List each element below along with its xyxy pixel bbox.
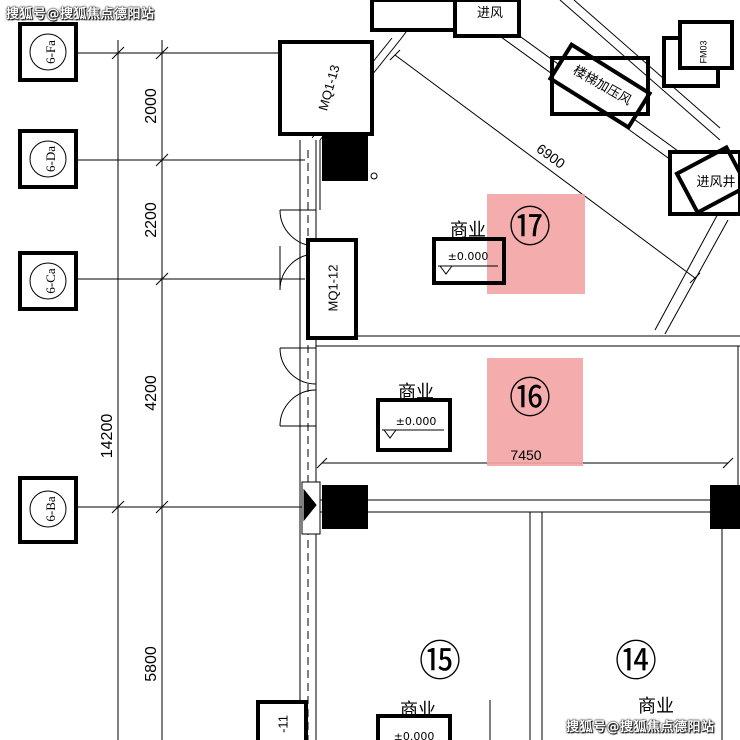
tag-small-box: FM03 (662, 20, 734, 88)
axis-label-6ca: 6-Ca (43, 268, 58, 294)
tag-fresh-air-label: 进风 (477, 6, 503, 21)
dim-2000: 2000 (143, 88, 160, 124)
grid-bubbles: 6-Fa 6-Da 6-Ca 6-Ba (18, 22, 78, 544)
axis-bubble-6fa: 6-Fa (18, 22, 78, 82)
dimension-texts: 2000 2200 4200 14200 5800 (99, 88, 160, 682)
unit-16-elev: ±0.000 (396, 415, 437, 428)
unit-15-elev-box (376, 714, 452, 740)
doors (279, 209, 321, 535)
dim-2200: 2200 (143, 202, 160, 238)
dim-7450: 7450 (510, 447, 541, 463)
door-label-mq1-12: MQ1-12 (325, 265, 340, 312)
axis-label-6fa: 6-Fa (43, 40, 58, 64)
unit-16-elev-box (376, 398, 452, 452)
dim-14200: 14200 (99, 414, 116, 459)
unit-14-number: ⑭ (615, 637, 657, 686)
axis-bubble-6ba: 6-Ba (18, 476, 78, 544)
axis-label-6da: 6-Da (43, 146, 58, 172)
unit-17-elev-box (432, 237, 506, 285)
dimension-lines (78, 40, 305, 740)
unit-16-use: 商业 (398, 382, 434, 403)
door-tag-mq1-11: -11 (256, 700, 308, 740)
unit-15-number: ⑮ (419, 637, 461, 686)
tag-fresh-air: 进风 (453, 0, 521, 38)
axis-label-6ba: 6-Ba (43, 496, 58, 522)
watermark-top: 搜狐号@搜狐焦点德阳站 (6, 7, 155, 22)
watermark-bottom: 搜狐号@搜狐焦点德阳站 (566, 720, 715, 735)
columns (322, 135, 740, 529)
door-tag-mq1-13: MQ1-13 (278, 40, 374, 136)
axis-bubble-6ca: 6-Ca (18, 251, 78, 311)
door-tag-mq1-12: MQ1-12 (306, 238, 358, 340)
unit-17-elev: ±0.000 (448, 250, 489, 263)
unit-17-use: 商业 (450, 220, 486, 241)
column (710, 485, 740, 529)
tag-fresh-air-shaft: 进风井 (668, 144, 740, 216)
dim-6900: 6900 (534, 140, 569, 171)
column (322, 485, 368, 529)
door-tags: MQ1-13 MQ1-12 -11 (256, 40, 374, 740)
tag-stair-pressure (547, 41, 653, 131)
unit-16-number: ⑯ (509, 374, 551, 423)
dim-5800: 5800 (143, 646, 160, 682)
tag-small-box-label: FM03 (698, 40, 708, 63)
unit-17-number: ⑰ (509, 203, 551, 252)
unit-15-elev: ±0.000 (394, 730, 435, 740)
unit-14-use: 商业 (638, 696, 674, 717)
tag-fresh-air-shaft-label: 进风井 (696, 175, 735, 190)
column (322, 135, 368, 181)
service-tags: 进风 楼梯加压风 FM03 进风井 (370, 0, 740, 216)
axis-bubble-6da: 6-Da (18, 129, 78, 189)
door-label-mq1-11: -11 (275, 715, 290, 733)
unit-16-highlight (487, 358, 583, 466)
dim-4200: 4200 (143, 375, 160, 411)
